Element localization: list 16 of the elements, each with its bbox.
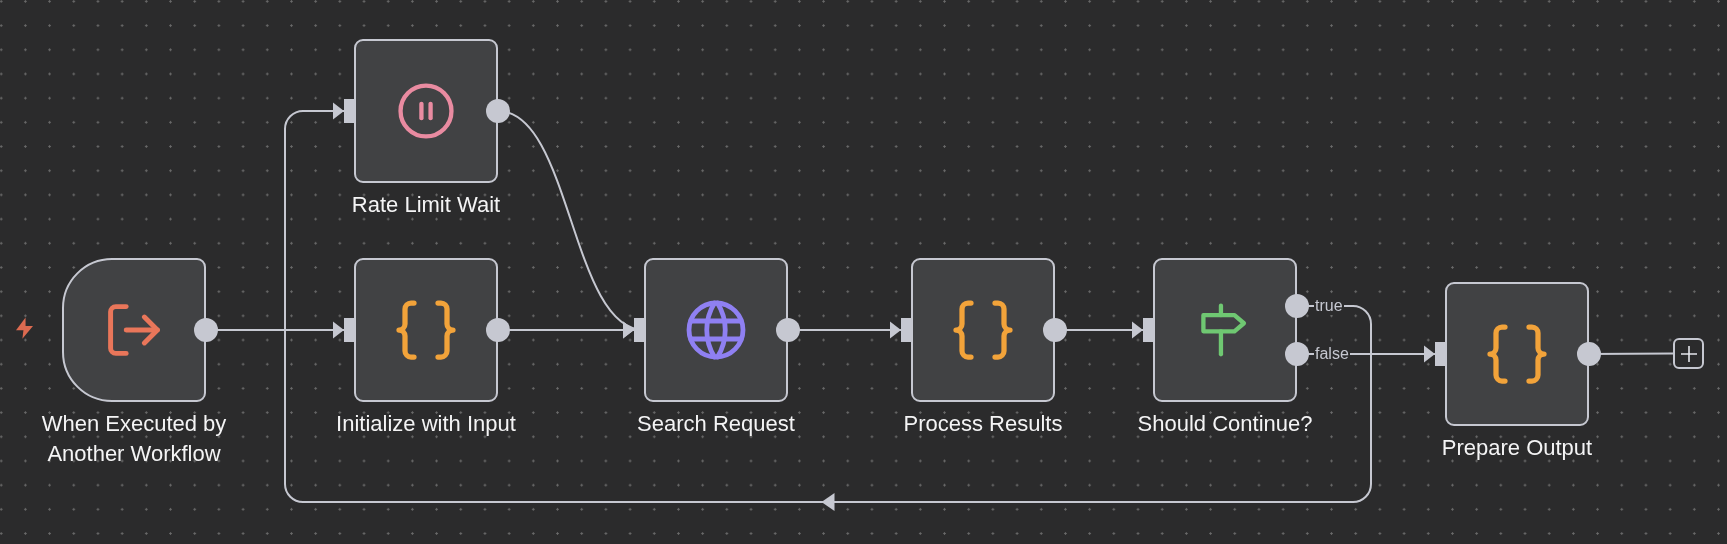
arrow: [1043, 318, 1155, 342]
node-label: Process Results: [903, 410, 1063, 438]
node-label: When Executed by Another Workflow: [40, 410, 228, 468]
node-label: Search Request: [637, 410, 795, 438]
arrow: [1285, 342, 1447, 366]
node-label: Initialize with Input: [336, 410, 516, 438]
add-button: [1673, 338, 1704, 369]
connector-line: [1577, 342, 1674, 366]
node-label: Should Continue?: [1137, 410, 1313, 438]
arrow: [194, 318, 356, 342]
edge-label: true: [1314, 297, 1344, 315]
node-label: Prepare Output: [1441, 434, 1593, 462]
arrow: [284, 99, 1372, 503]
arrow: [776, 318, 913, 342]
node-label: Rate Limit Wait: [351, 191, 501, 219]
edge-label: false: [1314, 345, 1350, 363]
